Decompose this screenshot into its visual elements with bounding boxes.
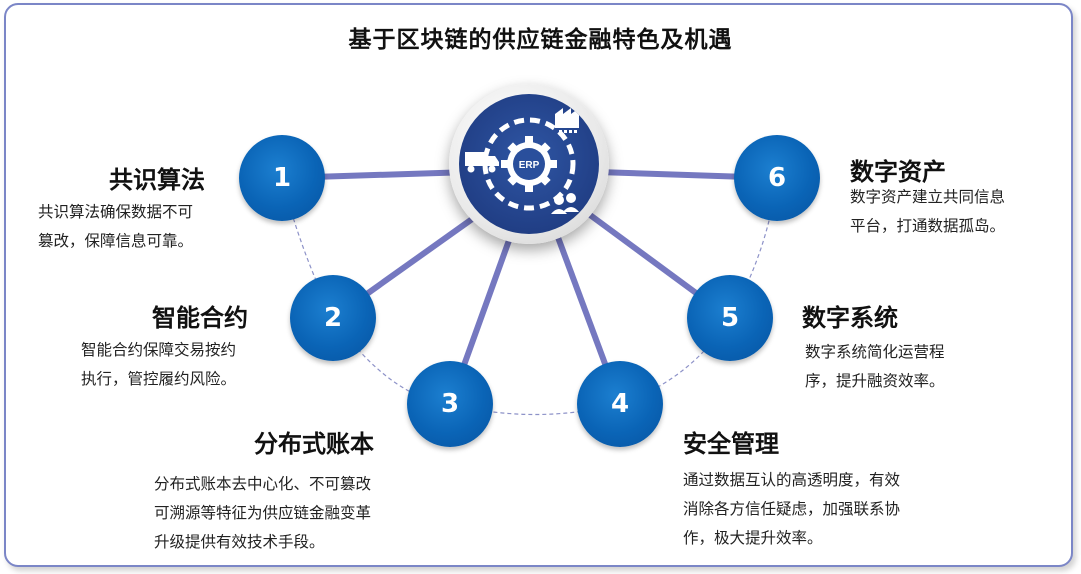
heading-digital-system: 数字系统 [802, 304, 898, 332]
desc-line: 序，提升融资效率。 [805, 372, 945, 390]
desc-line: 可溯源等特征为供应链金融变革 [154, 504, 372, 522]
desc-line: 共识算法确保数据不可 [38, 203, 194, 221]
desc-consensus: 共识算法确保数据不可 篡改，保障信息可靠。 [38, 198, 193, 256]
desc-line: 作，极大提升效率。 [683, 529, 823, 547]
diagram-title: 基于区块链的供应链金融特色及机遇 [348, 27, 733, 53]
desc-line: 智能合约保障交易按约 [81, 341, 237, 359]
desc-line: 消除各方信任疑虑，加强联系协 [683, 500, 901, 518]
node-1: 1 [239, 135, 325, 221]
node-2: 2 [290, 275, 376, 361]
desc-line: 升级提供有效技术手段。 [154, 533, 325, 551]
heading-smart-contract: 智能合约 [152, 304, 248, 332]
heading-digital-asset: 数字资产 [850, 158, 946, 186]
people-icon [551, 193, 579, 214]
hub-core: ERP [459, 94, 599, 234]
desc-line: 数字资产建立共同信息 [850, 188, 1006, 206]
desc-line: 执行，管控履约风险。 [81, 370, 237, 388]
supply-chain-icon: ERP [465, 108, 579, 214]
node-5: 5 [687, 275, 773, 361]
factory-icon [555, 108, 579, 133]
desc-smart-contract: 智能合约保障交易按约 执行，管控履约风险。 [81, 336, 236, 394]
desc-line: 数字系统简化运营程 [805, 343, 945, 361]
desc-line: 篡改，保障信息可靠。 [38, 232, 194, 250]
node-4: 4 [577, 361, 663, 447]
heading-consensus: 共识算法 [109, 166, 205, 194]
hub-label: ERP [519, 160, 540, 171]
heading-security: 安全管理 [683, 430, 779, 458]
node-3: 3 [407, 361, 493, 447]
desc-security: 通过数据互认的高透明度，有效 消除各方信任疑虑，加强联系协 作，极大提升效率。 [683, 466, 900, 553]
heading-distributed-ledger: 分布式账本 [254, 430, 374, 458]
truck-icon [465, 152, 499, 173]
desc-digital-asset: 数字资产建立共同信息 平台，打通数据孤岛。 [850, 183, 1005, 241]
node-6: 6 [734, 135, 820, 221]
desc-line: 平台，打通数据孤岛。 [850, 217, 1006, 235]
desc-line: 分布式账本去中心化、不可篡改 [154, 475, 372, 493]
desc-digital-system: 数字系统简化运营程 序，提升融资效率。 [805, 338, 945, 396]
desc-line: 通过数据互认的高透明度，有效 [683, 471, 901, 489]
desc-distributed-ledger: 分布式账本去中心化、不可篡改 可溯源等特征为供应链金融变革 升级提供有效技术手段… [154, 470, 371, 557]
